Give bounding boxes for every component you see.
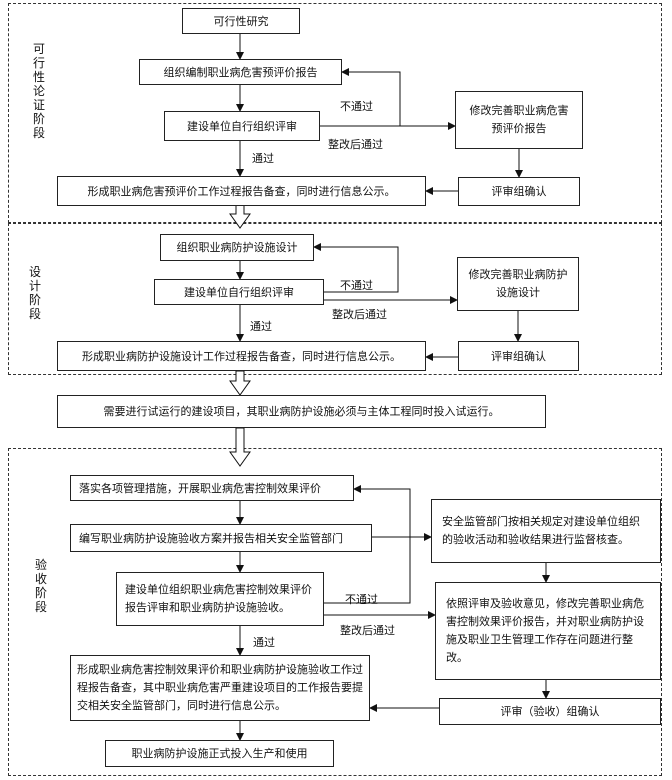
design-pass-label: 通过	[250, 320, 272, 333]
production-use-box: 职业病防护设施正式投入生产和使用	[105, 740, 334, 767]
stage-transition-arrow-3	[229, 427, 251, 467]
supervision-box: 安全监管部门按相关规定对建设单位组织的验收活动和验收结果进行监督核查。	[431, 499, 661, 563]
stage-transition-arrow-2	[229, 370, 251, 396]
feasibility-stage-label: 可行性论证阶段	[32, 42, 45, 140]
design-pass-after-fix-label: 整改后通过	[332, 308, 387, 321]
feasibility-pass-label: 通过	[252, 152, 274, 165]
feasibility-self-review-box: 建设单位自行组织评审	[164, 111, 320, 141]
acceptance-pass-label: 通过	[253, 636, 275, 649]
acceptance-confirm-box: 评审（验收）组确认	[439, 698, 661, 725]
design-fail-label: 不通过	[340, 279, 373, 292]
acceptance-pass-after-fix-label: 整改后通过	[340, 624, 395, 637]
feasibility-filing-box: 形成职业病危害预评价工作过程报告备查，同时进行信息公示。	[57, 176, 426, 206]
design-confirm-box: 评审组确认	[458, 341, 579, 371]
loop-fail-acceptance	[324, 485, 411, 604]
feasibility-research-box: 可行性研究	[182, 8, 300, 34]
loop-fail-design	[313, 243, 399, 293]
design-self-review-box: 建设单位自行组织评审	[154, 279, 324, 305]
acceptance-plan-box: 编写职业病防护设施验收方案并报告相关安全监管部门	[70, 524, 372, 552]
design-filing-box: 形成职业病防护设施设计工作过程报告备查，同时进行信息公示。	[57, 341, 426, 371]
acceptance-filing-box: 形成职业病危害控制效果评价和职业病防护设施验收工作过程报告备查，其中职业病危害严…	[70, 655, 370, 721]
feasibility-pass-after-fix-label: 整改后通过	[328, 138, 383, 151]
acceptance-self-review-box: 建设单位组织职业病危害控制效果评价报告评审和职业病防护设施验收。	[116, 572, 324, 626]
stage-transition-arrow-1	[229, 203, 251, 229]
acceptance-fail-label: 不通过	[345, 593, 378, 606]
acceptance-revise-box: 依照评审及验收意见，修改完善职业病危害控制效果评价报告，并对职业病防护设施及职业…	[435, 582, 661, 680]
design-stage-frame	[8, 223, 662, 375]
design-stage-label: 设计阶段	[28, 265, 41, 321]
acceptance-stage-label: 验收阶段	[34, 558, 47, 614]
revise-pre-assessment-box: 修改完善职业病危害预评价报告	[455, 91, 583, 149]
implement-measures-box: 落实各项管理措施，开展职业病危害控制效果评价	[70, 475, 354, 501]
acceptance-stage-frame	[8, 448, 662, 776]
organize-design-box: 组织职业病防护设施设计	[160, 234, 314, 261]
revise-design-box: 修改完善职业病防护设施设计	[457, 257, 579, 311]
organize-pre-assessment-box: 组织编制职业病危害预评价报告	[139, 59, 342, 85]
trial-run-box: 需要进行试运行的建设项目，其职业病防护设施必须与主体工程同时投入试运行。	[57, 395, 546, 428]
feasibility-fail-label: 不通过	[340, 100, 373, 113]
feasibility-stage-frame	[8, 3, 662, 223]
feasibility-confirm-box: 评审组确认	[458, 177, 580, 206]
